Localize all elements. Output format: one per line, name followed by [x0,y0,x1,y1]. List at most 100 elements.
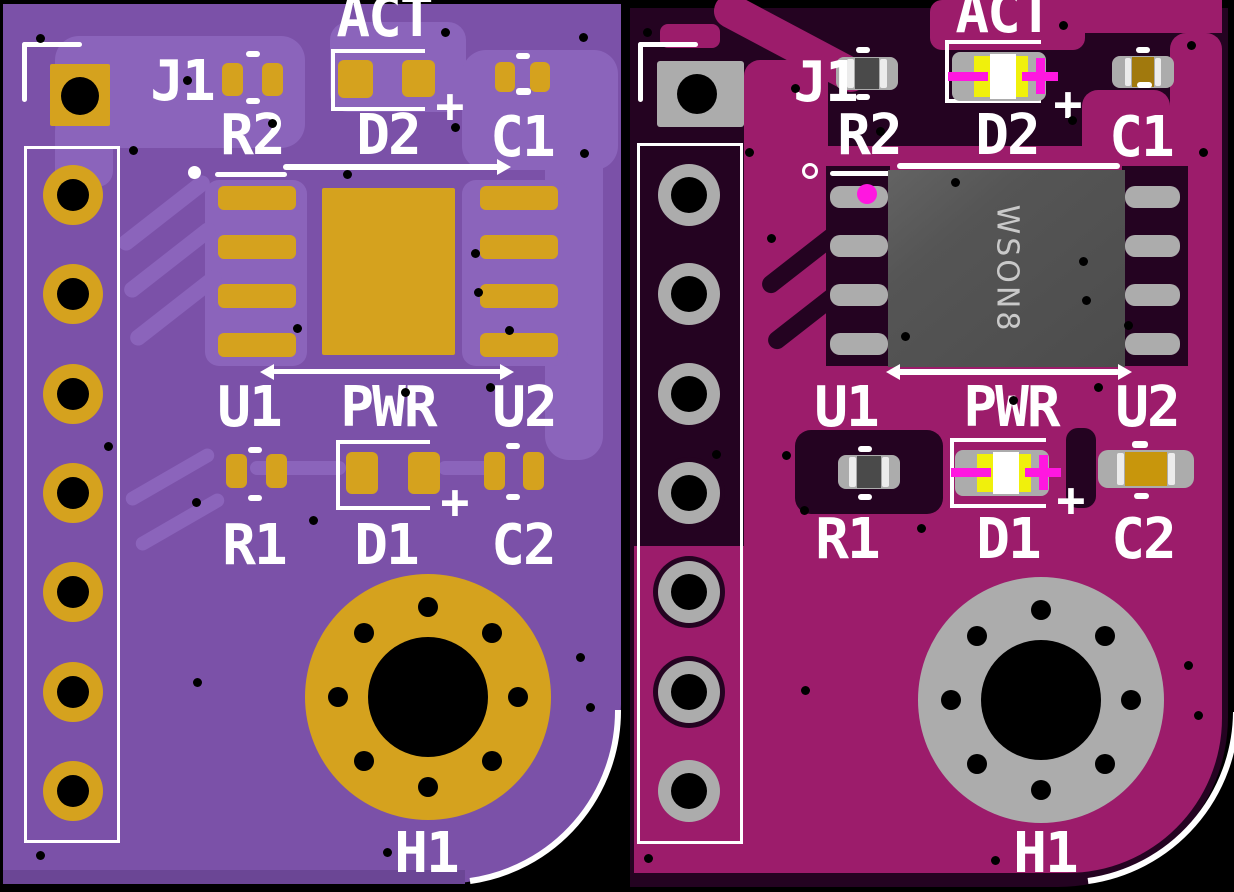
silk-dot [188,166,201,179]
h1-via [1095,754,1115,774]
solder-mask-gap [1066,428,1096,508]
header-hole [671,574,707,610]
label-d1-plus: + [440,474,470,530]
drill-dot [951,178,960,187]
header-hole [57,278,89,310]
ic-courtyard-line [215,172,287,177]
r2-pad [262,63,283,96]
resistor-r2 [836,57,898,90]
capacitor-cap-shine [1168,453,1175,485]
r1-silk-dash [248,495,262,501]
d1-pad [408,452,440,494]
c1-silk-dash [1136,47,1150,53]
ic-courtyard-line [830,171,898,176]
label-u2: U2 [1115,375,1180,440]
drill-dot [383,848,392,857]
label-r2: R2 [220,103,285,168]
ic-pad [218,186,296,210]
drill-dot [576,653,585,662]
copper-trace [1170,33,1222,175]
pin1-corner-mark [638,42,698,47]
ic-pad [1125,186,1180,208]
label-h1: H1 [1013,821,1078,886]
capacitor-cap-shine [1155,58,1161,86]
drill-dot [1079,257,1088,266]
copper-pour [1060,0,1222,33]
ic-courtyard-line [283,164,501,170]
label-c2: C2 [491,513,556,578]
ic-courtyard-line [272,369,502,374]
drill-dot [901,332,910,341]
label-pwr: PWR [963,375,1060,440]
h1-center-hole [981,640,1101,760]
pin1-corner-mark [22,42,82,47]
led-d2 [948,52,1058,101]
header-hole [671,773,707,809]
r2-pad [222,63,243,96]
label-r2: R2 [837,103,902,168]
d2-pad [338,60,373,98]
header-hole [57,378,89,410]
courtyard-arrow [500,364,514,380]
drill-dot [1068,116,1077,125]
r2-silk-dash [856,94,870,100]
capacitor-c2 [1098,450,1194,488]
led-lens [993,452,1019,494]
h1-center-hole [368,637,488,757]
ic-pad [830,235,888,257]
label-r1: R1 [815,507,880,572]
h1-via [418,597,438,617]
label-u2: U2 [492,375,557,440]
drill-dot [401,388,410,397]
label-d1-plus: + [1056,472,1086,528]
drill-dot [767,234,776,243]
h1-via [354,751,374,771]
drill-dot [917,524,926,533]
h1-via [967,626,987,646]
ic-pad [218,284,296,308]
copper-trace [250,461,346,475]
label-u1: U1 [814,375,879,440]
drill-dot [268,119,277,128]
courtyard-arrow [260,364,274,380]
drill-dot [1124,321,1133,330]
ic-pad [1125,235,1180,257]
c1-pad [495,62,515,92]
drill-dot [643,28,652,37]
label-act: ACT [955,0,1052,46]
pin1-dot [857,184,877,204]
drill-dot [712,450,721,459]
d2-outline [331,49,425,111]
c2-pad [484,452,505,490]
drill-dot [183,76,192,85]
drill-dot [129,146,138,155]
h1-via [328,687,348,707]
drill-dot [991,856,1000,865]
label-act: ACT [336,0,433,50]
h1-via [967,754,987,774]
drill-dot [441,28,450,37]
led-cathode-bar [948,72,988,81]
c2-silk-dash [1134,493,1149,499]
pin1-corner-mark [638,42,643,102]
header-outline [637,143,743,844]
led-d1 [951,450,1061,496]
header-hole [671,376,707,412]
ic-pad [1125,333,1180,355]
c2-silk-dash [506,494,520,500]
c1-silk-dash [516,53,530,59]
drill-dot [876,127,885,136]
c2-silk-dash [506,443,520,449]
header-hole [57,576,89,608]
header-hole [671,674,707,710]
ic-pad [1125,284,1180,306]
h1-via [941,690,961,710]
copper-pour [1082,90,1170,175]
drill-dot [580,149,589,158]
ic-pad [830,284,888,306]
j1-drill-hole [677,74,717,114]
chip-wson8: WSON8 [888,170,1125,367]
drill-dot [309,516,318,525]
label-h1: H1 [394,821,459,886]
